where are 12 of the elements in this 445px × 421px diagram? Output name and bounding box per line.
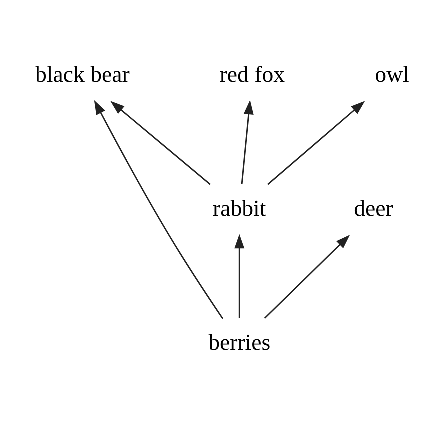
arrow bbox=[268, 101, 366, 186]
arrow bbox=[234, 234, 245, 318]
node-text: deer bbox=[354, 196, 394, 221]
node-text: owl bbox=[375, 62, 410, 87]
node-text: rabbit bbox=[213, 196, 266, 221]
arrow bbox=[264, 235, 350, 320]
arrow bbox=[241, 100, 254, 184]
node-text: red fox bbox=[220, 62, 286, 87]
node-text: berries bbox=[208, 330, 271, 356]
arrow bbox=[94, 100, 224, 320]
arrow bbox=[110, 101, 211, 186]
node-text: black bear bbox=[36, 62, 130, 87]
